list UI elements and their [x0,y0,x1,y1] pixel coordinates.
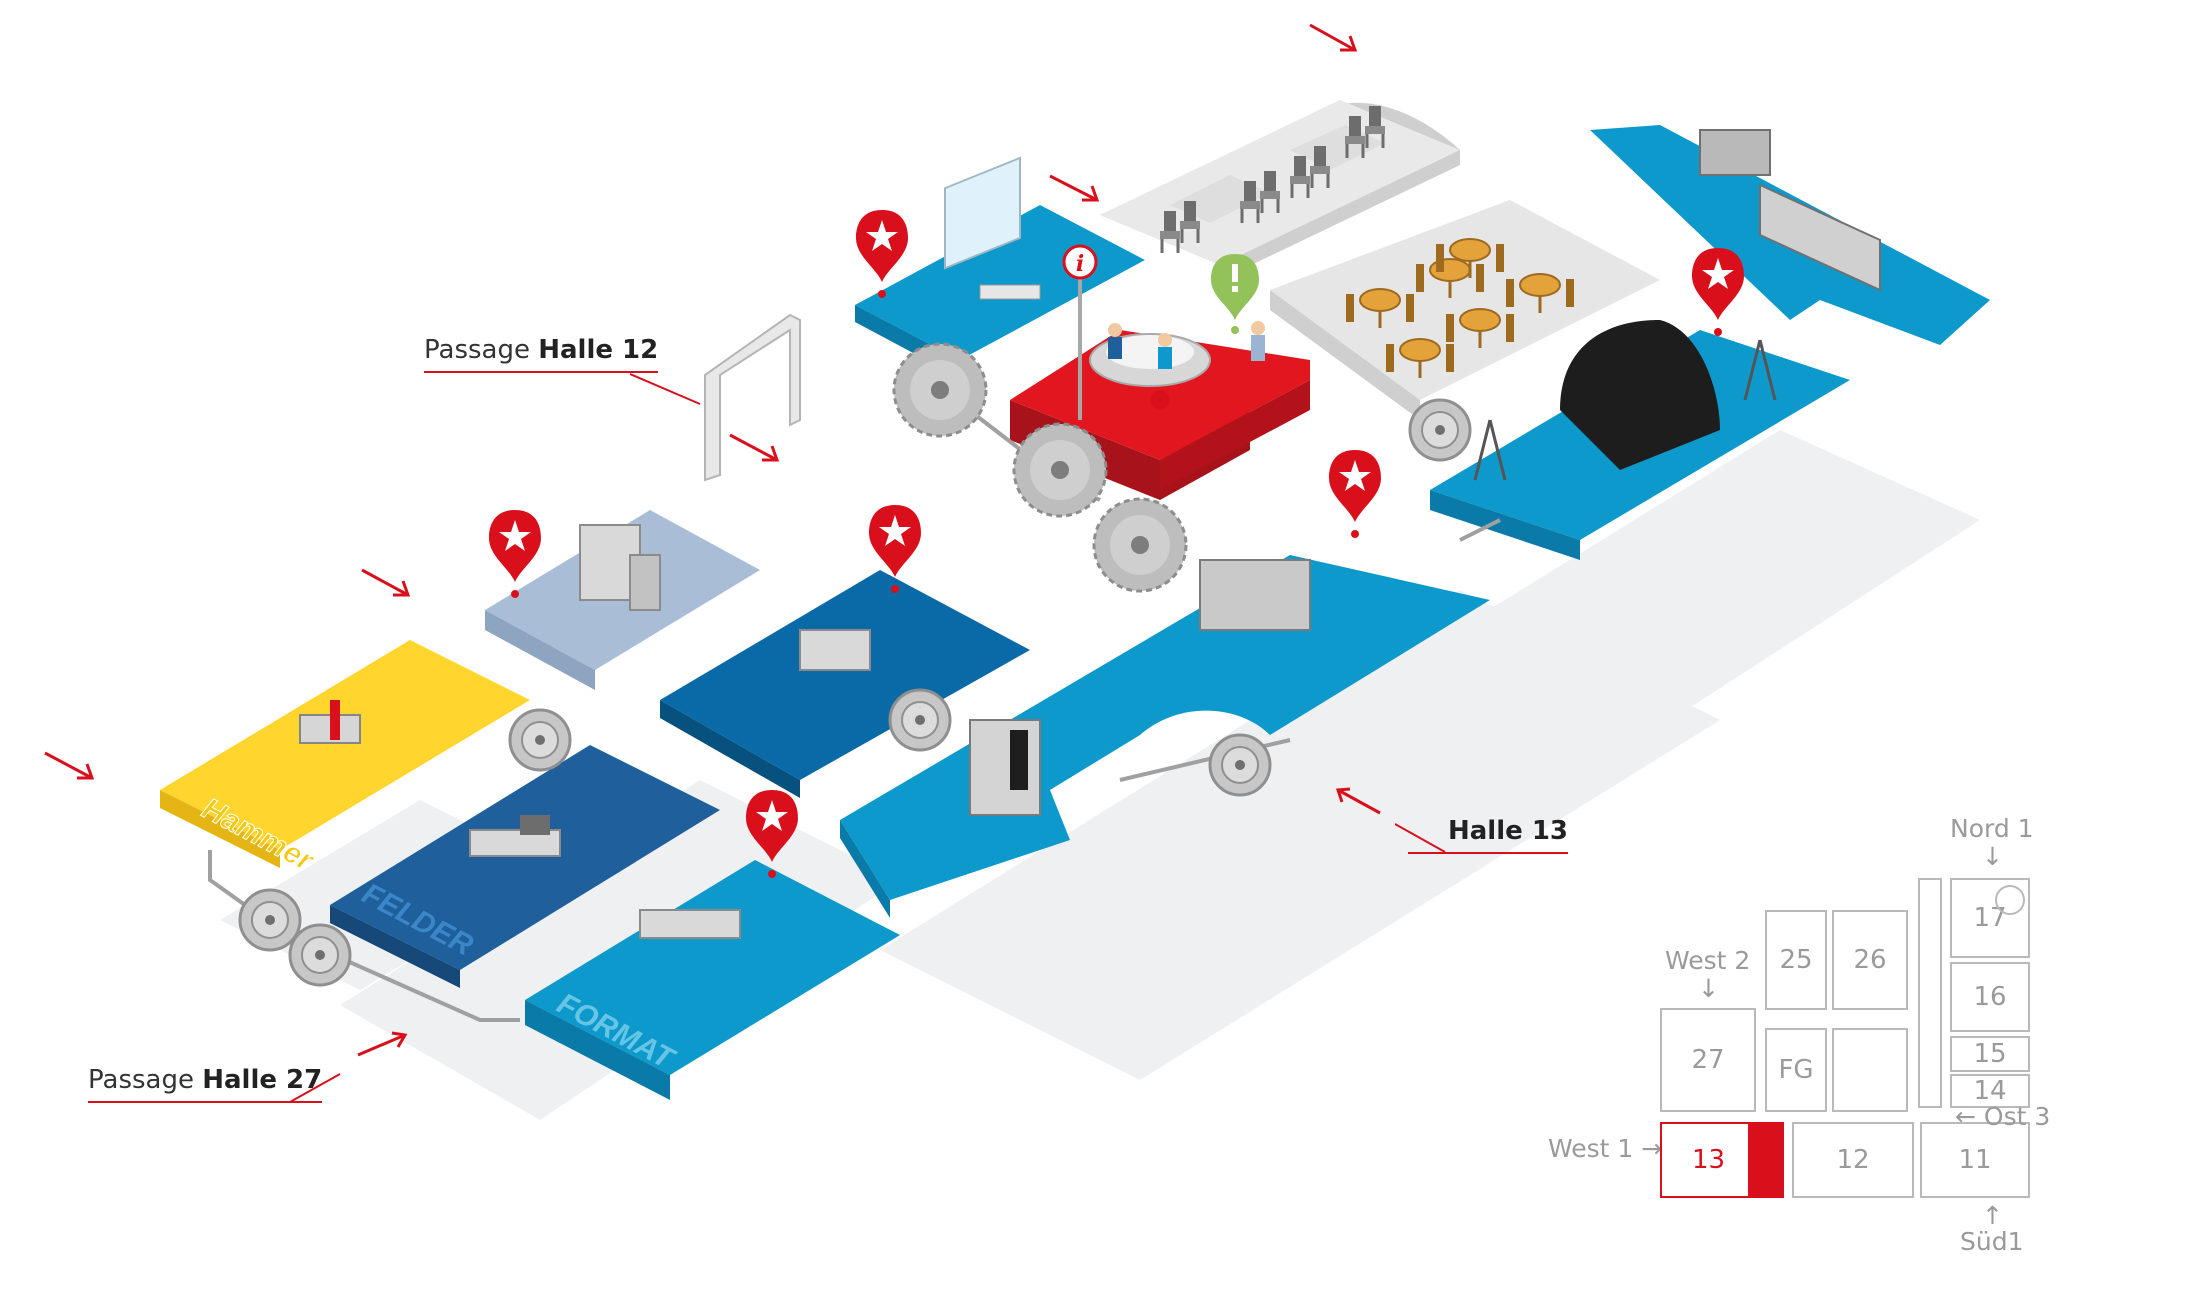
hall-26[interactable]: 26 [1832,910,1908,1010]
entrance-arrow-icon [44,751,95,780]
sawblade-icon [1012,422,1108,518]
passage-halle-12-label[interactable]: Passage Halle 12 [424,335,659,373]
gate-sued-1: Süd1 [1960,1227,2024,1256]
halle-13-platform [840,555,1490,918]
arrow-up-icon: ↑ [1982,1201,2003,1230]
entrance-arrow-icon [729,433,780,462]
wheel-icon [888,688,952,752]
hall-corridor [1918,878,1942,1108]
svg-text:i: i [1076,251,1084,277]
hall-12[interactable]: 12 [1792,1122,1914,1198]
arrow-down-icon: ↓ [1698,974,1719,1003]
hall-17[interactable]: 17 [1950,878,2030,958]
wheel-icon [1208,733,1272,797]
wheel-icon [238,888,302,952]
hall-unnamed[interactable] [1832,1028,1908,1112]
entrance-arrows [44,23,1381,1057]
highlight-pin-icon[interactable] [1329,450,1381,538]
entrance-arrow-icon [1335,787,1381,815]
gate-west-2: West 2 [1665,946,1751,975]
halle-13-label[interactable]: Halle 13 [1408,816,1568,854]
passage-halle-27-label[interactable]: Passage Halle 27 [88,1065,323,1103]
sawblade-icon [1092,497,1188,593]
callout-line [1395,823,1446,853]
wheel-icon [288,923,352,987]
gate-nord-1: Nord 1 [1950,814,2034,843]
wheel-icon [1408,398,1472,462]
presentation-platform [1430,125,1990,560]
entrance-arrow-icon [1049,174,1100,202]
hall-25[interactable]: 25 [1765,910,1827,1010]
meeting-point-platform [1010,321,1310,500]
hall-16[interactable]: 16 [1950,962,2030,1032]
gate-ost-3: ← Ost 3 [1955,1102,2051,1131]
felder-platform [330,745,720,988]
wheel-icon [508,708,572,772]
arrow-down-icon: ↓ [1982,842,2003,871]
info-sign-icon: i [1062,244,1098,420]
callout-line [290,1073,341,1103]
hall-overview-map: Nord 1 ↓ West 2 ↓ 25 26 17 16 15 14 27 F… [1530,810,2050,1280]
shuttle-route-icon [1995,885,2025,915]
format-platform [525,860,900,1100]
entrance-arrow-icon [357,1031,408,1057]
cafe-platform [1270,200,1660,420]
hall-14[interactable]: 14 [1950,1074,2030,1108]
entrance-arrow-icon [361,568,411,597]
sawblade-icon [892,342,988,438]
highlight-pin-icon[interactable] [1692,248,1744,336]
passage-door-icon [704,313,801,482]
hammer-platform [160,640,530,868]
entrance-arrow-icon [1309,23,1358,52]
callout-line [630,373,701,405]
lounge-platform [1100,100,1460,280]
gate-west-1: West 1 → [1548,1134,1663,1163]
current-location-marker [1748,1122,1784,1198]
info-desk-platform [855,156,1145,378]
center-platform [660,570,1030,798]
notice-pin-icon [1211,254,1259,334]
hall-fg[interactable]: FG [1765,1028,1827,1112]
machine-platform-pale [485,510,760,690]
hall-15[interactable]: 15 [1950,1036,2030,1072]
hall-11[interactable]: 11 [1920,1122,2030,1198]
hall-27[interactable]: 27 [1660,1008,1756,1112]
